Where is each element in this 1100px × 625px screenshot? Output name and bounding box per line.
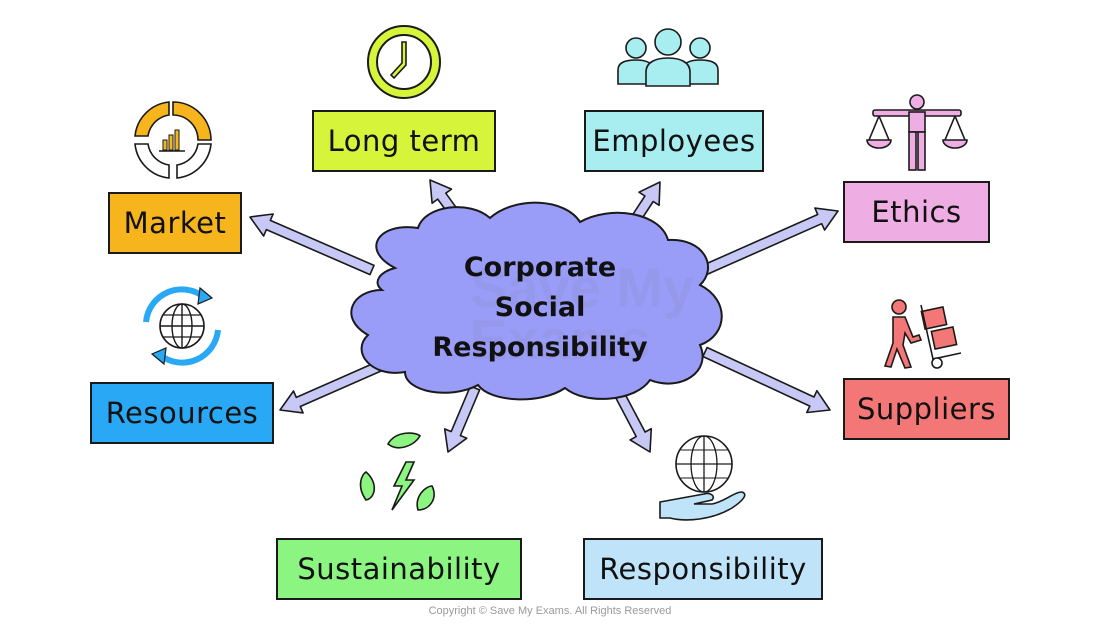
node-label: Long term (327, 124, 481, 158)
copyright-notice: Copyright © Save My Exams. All Rights Re… (428, 605, 672, 617)
globe-hand-icon (659, 435, 746, 521)
center-title-line: Responsibility (432, 332, 648, 363)
node-resources: Resources (90, 382, 274, 444)
chart-icon (134, 101, 212, 179)
center-title-line: Corporate (463, 252, 617, 283)
node-label: Ethics (871, 195, 962, 229)
node-label: Resources (105, 396, 259, 430)
people-icon (617, 28, 719, 87)
connector-arrow (697, 207, 839, 278)
connector-arrow (702, 346, 831, 414)
connector-arrow (279, 360, 383, 414)
node-suppliers: Suppliers (843, 378, 1010, 440)
node-long-term: Long term (312, 110, 496, 172)
connector-arrow (443, 385, 481, 453)
connector-arrows (249, 179, 839, 453)
node-responsibility: Responsibility (583, 538, 823, 600)
node-label: Responsibility (599, 552, 807, 586)
node-market: Market (108, 192, 242, 254)
node-employees: Employees (584, 110, 764, 172)
globe-icon (143, 286, 221, 366)
node-label: Sustainability (297, 552, 501, 586)
leaves-icon (359, 432, 435, 511)
watermark: Save My Exams (470, 256, 695, 371)
center-title-line: Social (494, 292, 586, 323)
connector-arrow (249, 213, 375, 276)
delivery-icon (883, 299, 962, 369)
node-label: Suppliers (856, 392, 997, 426)
center-cloud (350, 201, 723, 401)
node-sustainability: Sustainability (276, 538, 522, 600)
scales-icon (866, 94, 968, 171)
node-ethics: Ethics (843, 181, 990, 243)
node-label: Market (123, 206, 227, 240)
center-title: Corporate Social Responsibility (395, 248, 685, 368)
node-label: Employees (592, 124, 756, 158)
clock-icon (367, 25, 441, 99)
